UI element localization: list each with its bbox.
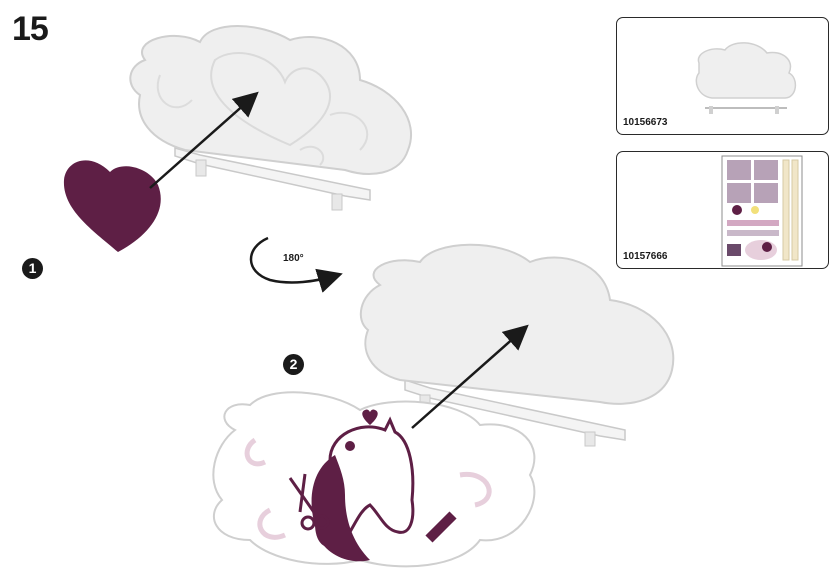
part-code-2: 10157666 — [623, 251, 668, 262]
heart-sticker-icon — [63, 160, 161, 252]
placement-arrow-1 — [149, 91, 259, 189]
scissors-icon — [288, 473, 330, 531]
horse-sticker — [212, 391, 536, 568]
cloud-stand-part-icon — [695, 42, 797, 114]
rotation-label: 180° — [283, 253, 304, 264]
cloud-stand-top — [129, 25, 413, 211]
placement-arrow-2 — [411, 324, 529, 429]
substep-badge-2: 2 — [283, 354, 304, 375]
rotate-arrow-icon — [249, 236, 343, 293]
flower-icon — [345, 441, 355, 451]
step-number: 15 — [12, 10, 49, 48]
sticker-sheet-icon — [721, 155, 803, 267]
parts-panel-1: 10156673 — [616, 17, 829, 135]
substep-badge-1: 1 — [22, 258, 43, 279]
part-code-1: 10156673 — [623, 117, 668, 128]
small-heart-icon — [362, 409, 378, 425]
comb-icon — [425, 511, 457, 543]
parts-panel-2: 10157666 — [616, 151, 829, 269]
